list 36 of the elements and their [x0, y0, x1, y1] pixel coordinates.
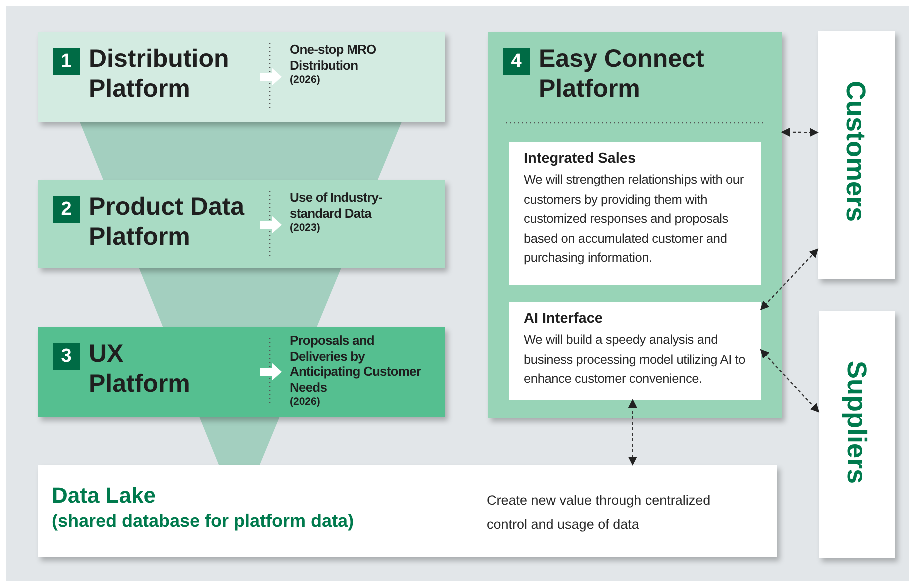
- connector-arrow: [781, 128, 819, 138]
- description-text: Proposals and Deliveries by Anticipating Customer Needs: [290, 333, 422, 395]
- platform-box: [38, 180, 445, 268]
- year-label: (2023): [290, 222, 320, 234]
- data-lake-subtitle: (shared database for platform data): [52, 511, 354, 532]
- platform-title: Distribution Platform: [89, 44, 230, 104]
- number-badge: 2: [53, 196, 80, 223]
- platform-panel: [488, 32, 782, 418]
- info-card: [509, 142, 761, 285]
- description-text: One-stop MRO Distribution: [290, 42, 378, 73]
- connector-arrow: [760, 349, 820, 413]
- vertical-label: Customers: [840, 81, 871, 222]
- data-lake-description: Create new value through centralized control and usage of data: [487, 492, 712, 534]
- platform-box: [38, 327, 445, 417]
- connector-arrow: [628, 399, 638, 466]
- side-panel: [819, 311, 895, 558]
- vertical-label: Suppliers: [841, 361, 872, 484]
- platform-title: UX Platform: [89, 339, 192, 399]
- number-badge: 4: [503, 48, 530, 75]
- year-label: (2026): [290, 74, 320, 86]
- data-lake-box: [38, 465, 777, 557]
- side-panel: [818, 31, 895, 279]
- card-heading: AI Interface: [524, 311, 603, 327]
- platform-title: Product Data Platform: [89, 192, 246, 252]
- number-badge: 1: [53, 48, 80, 75]
- info-card: [509, 302, 761, 400]
- card-heading: Integrated Sales: [524, 151, 636, 167]
- card-body-text: We will strengthen relationships with our customers by providing them with customized responses and proposals based on accumulated customer and purchasing information.: [524, 171, 745, 267]
- platform-box: [38, 32, 445, 122]
- data-lake-title: Data Lake: [52, 483, 156, 509]
- platform-title: Easy Connect Platform: [539, 44, 706, 104]
- card-body-text: We will build a speedy analysis and business processing model utilizing AI to enhance customer convenience.: [524, 331, 747, 388]
- year-label: (2026): [290, 396, 320, 408]
- connector-arrow: [760, 248, 819, 310]
- number-badge: 3: [53, 343, 80, 370]
- description-text: Use of Industry-standard Data: [290, 190, 384, 221]
